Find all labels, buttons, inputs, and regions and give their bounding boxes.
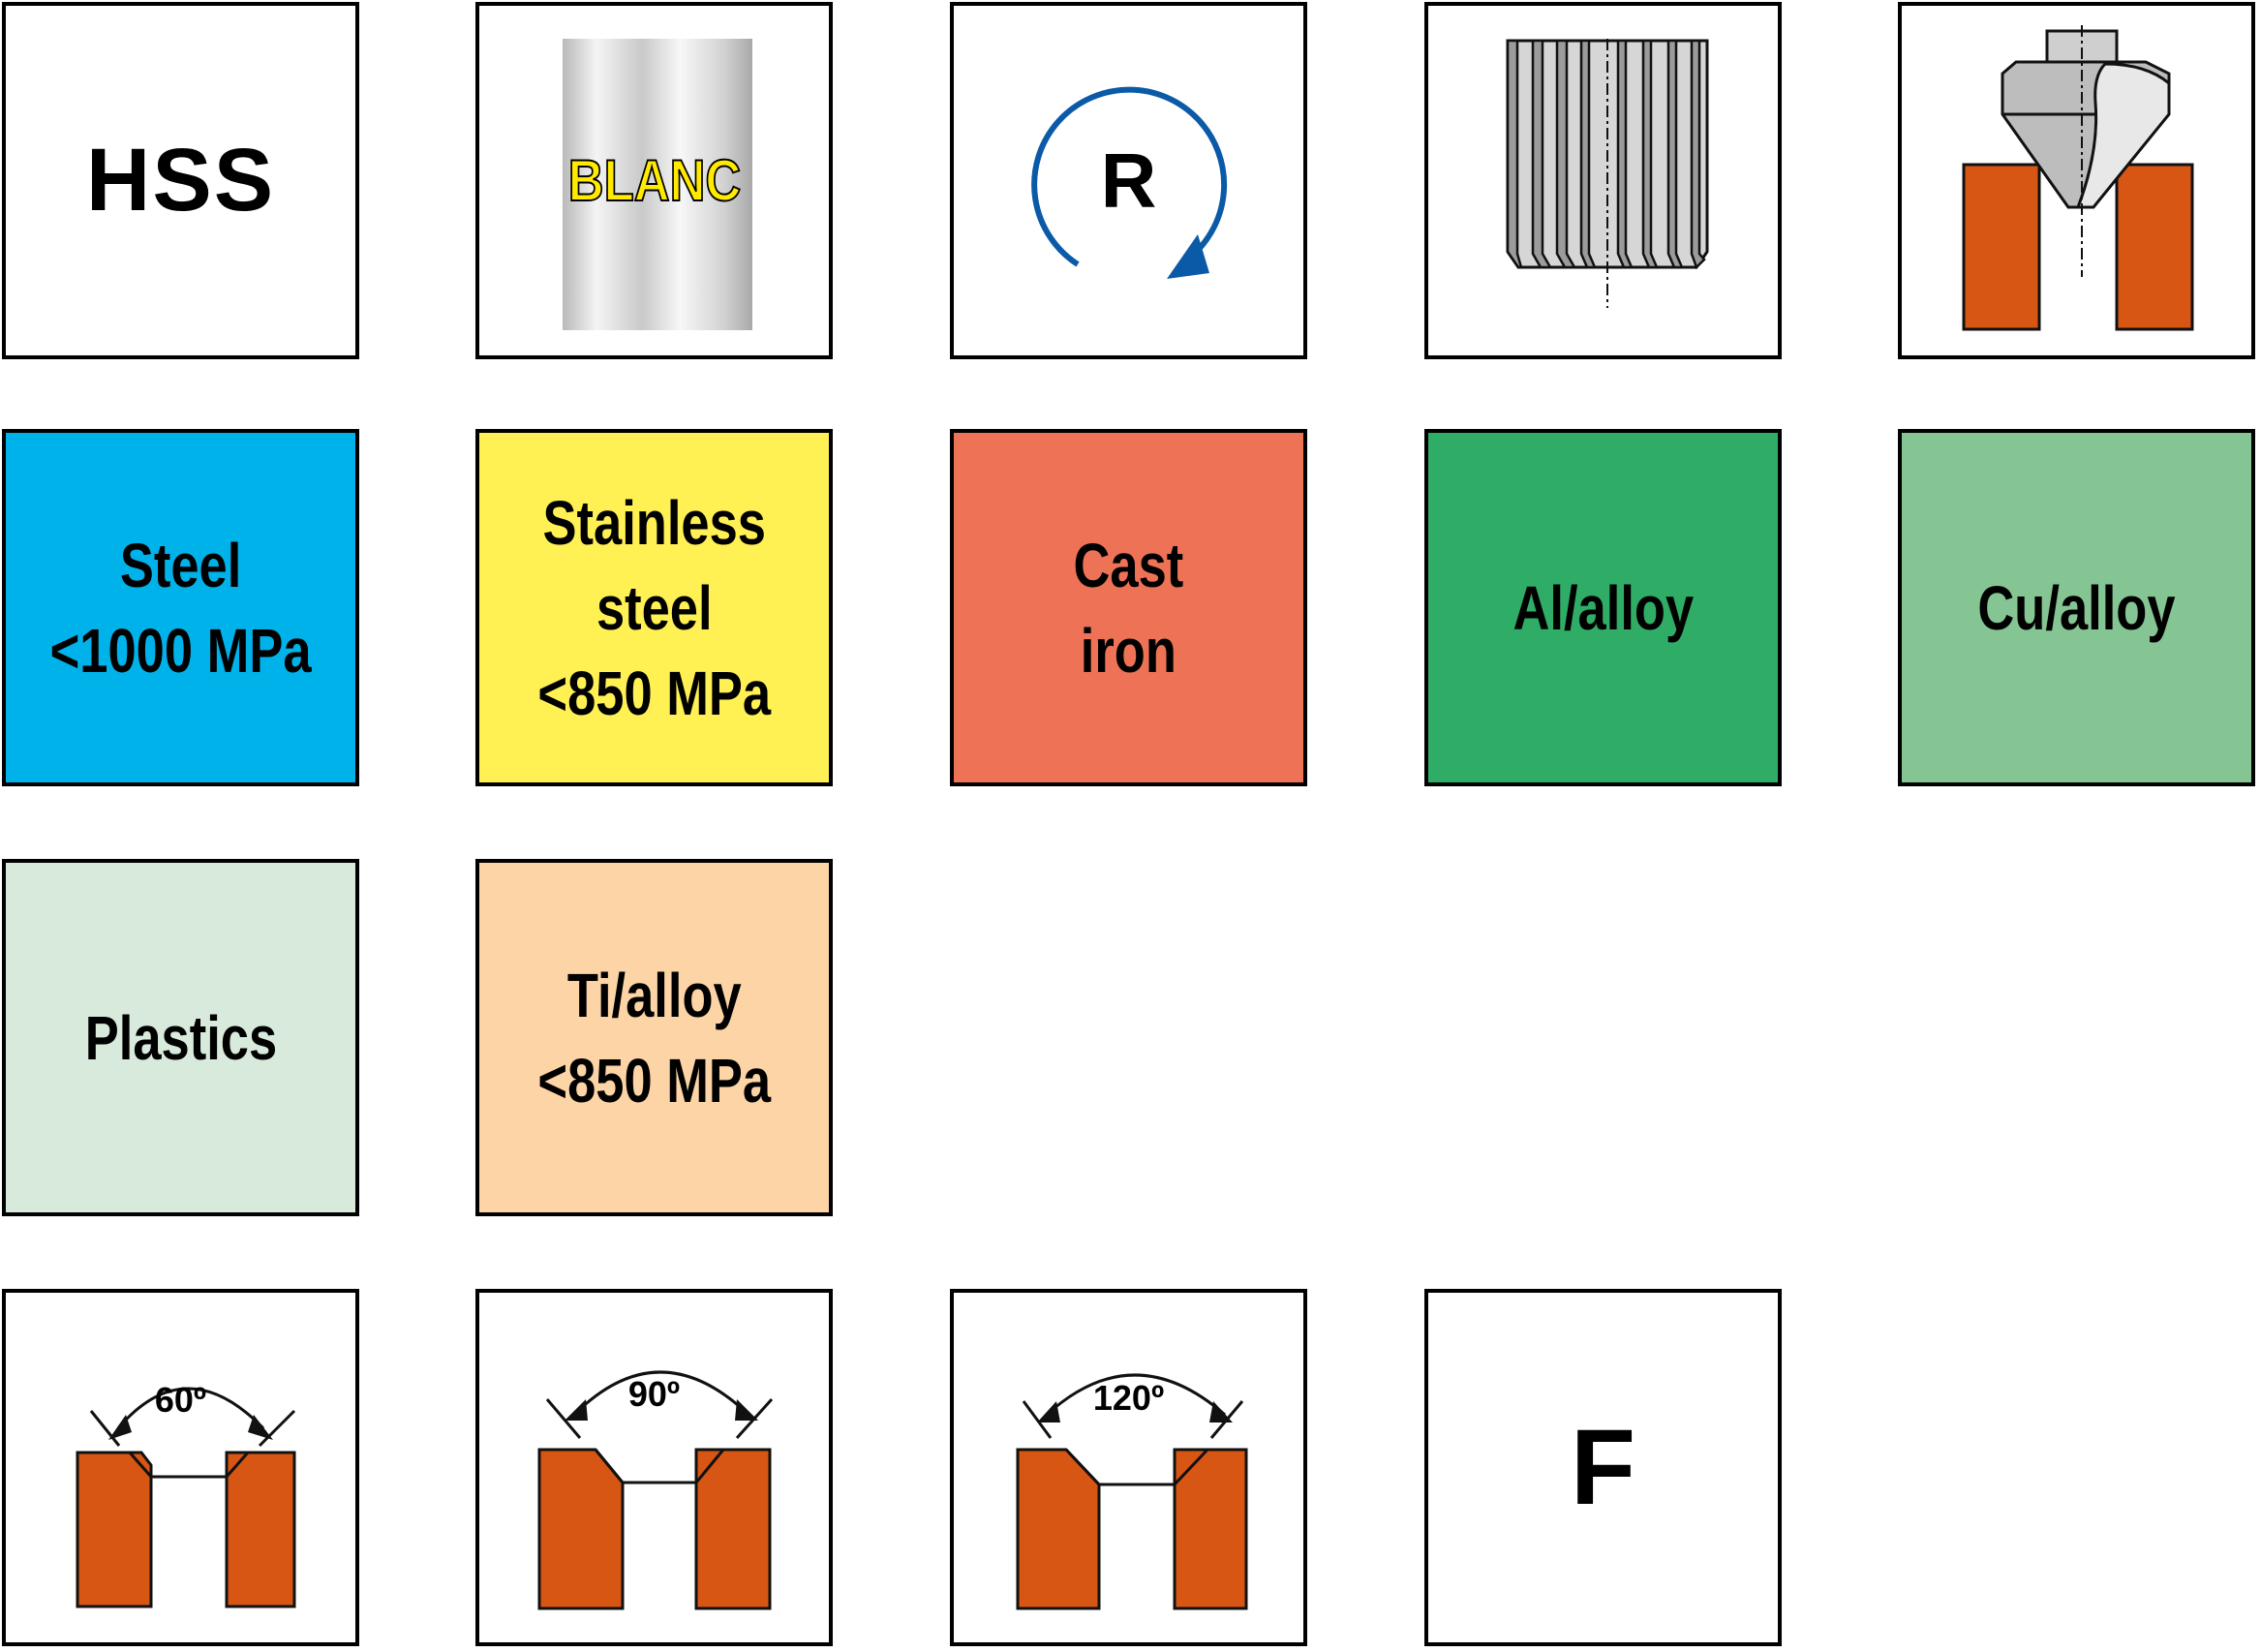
countersink-in-workpiece-icon xyxy=(1962,25,2194,331)
angle-120-tile: 120º xyxy=(950,1289,1307,1646)
material-line: Stainless xyxy=(542,487,766,558)
clockwise-rotation-arrow-icon xyxy=(1031,86,1228,279)
angle-label: 60º xyxy=(154,1380,207,1420)
material-cu-alloy-label: Cu/alloy xyxy=(1977,566,2175,651)
material-line: steel xyxy=(596,572,713,643)
angle-label: 120º xyxy=(1092,1378,1165,1418)
feed-tile: F xyxy=(1424,1289,1782,1646)
material-cu-alloy-tile: Cu/alloy xyxy=(1898,429,2255,786)
material-steel-label: Steel <1000 MPa xyxy=(50,523,312,693)
feed-label: F xyxy=(1570,1408,1636,1527)
material-stainless-label: Stainless steel <850 MPa xyxy=(537,480,771,736)
material-line: Cu/alloy xyxy=(1977,572,2176,643)
angle-60-countersink-icon xyxy=(76,1387,296,1608)
material-al-alloy-tile: Al/alloy xyxy=(1424,429,1782,786)
coating-blanc-tile: BLANC xyxy=(475,2,833,359)
material-line: Cast xyxy=(1073,530,1184,600)
material-cast-iron-tile: Cast iron xyxy=(950,429,1307,786)
material-plastics-label: Plastics xyxy=(84,995,276,1081)
hss-tile: HSS xyxy=(2,2,359,359)
uncoated-cylinder-icon xyxy=(563,39,752,330)
material-line: Steel xyxy=(119,530,242,600)
material-line: Al/alloy xyxy=(1512,572,1694,643)
material-plastics-tile: Plastics xyxy=(2,859,359,1216)
material-ti-alloy-label: Ti/alloy <850 MPa xyxy=(537,953,771,1123)
blanc-label: BLANC xyxy=(566,147,741,214)
fluted-cutter-icon xyxy=(1506,39,1709,308)
countersink-tile xyxy=(1898,2,2255,359)
rotation-label: R xyxy=(1100,137,1157,224)
material-line: <1000 MPa xyxy=(49,615,312,686)
angle-label: 90º xyxy=(627,1374,681,1414)
rotation-right-tile: R xyxy=(950,2,1307,359)
material-line: Plastics xyxy=(84,1002,277,1073)
material-stainless-tile: Stainless steel <850 MPa xyxy=(475,429,833,786)
angle-120-countersink-icon xyxy=(1016,1373,1248,1610)
material-cast-iron-label: Cast iron xyxy=(1074,523,1184,693)
angle-90-countersink-icon xyxy=(537,1370,774,1610)
material-al-alloy-label: Al/alloy xyxy=(1512,566,1694,651)
hss-label: HSS xyxy=(85,131,276,229)
material-line: <850 MPa xyxy=(537,1045,771,1116)
angle-90-tile: 90º xyxy=(475,1289,833,1646)
material-line: <850 MPa xyxy=(537,658,771,728)
material-steel-tile: Steel <1000 MPa xyxy=(2,429,359,786)
material-ti-alloy-tile: Ti/alloy <850 MPa xyxy=(475,859,833,1216)
material-line: Ti/alloy xyxy=(566,960,742,1030)
flute-cutter-tile xyxy=(1424,2,1782,359)
material-line: iron xyxy=(1080,615,1177,686)
angle-60-tile: 60º xyxy=(2,1289,359,1646)
